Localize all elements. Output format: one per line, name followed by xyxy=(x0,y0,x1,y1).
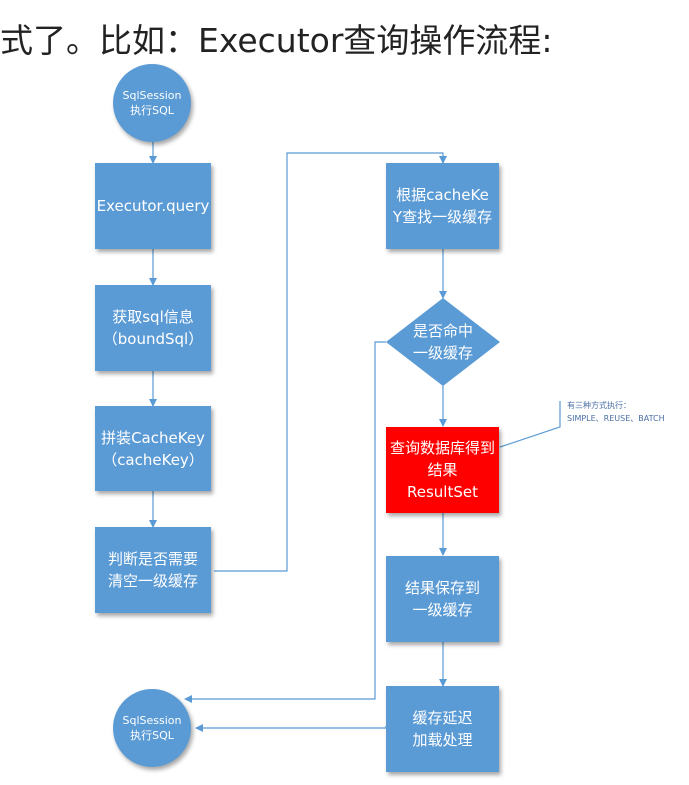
build-cachekey-node: 拼装CacheKey （cacheKey） xyxy=(95,406,211,491)
end-node-label: SqlSession 执行SQL xyxy=(122,714,182,742)
save-cache-node: 结果保存到 一级缓存 xyxy=(386,556,499,642)
lookup-cache-node: 根据cacheKe Y查找一级缓存 xyxy=(386,163,499,249)
executor-query-node: Executor.query xyxy=(95,163,211,249)
start-node: SqlSession 执行SQL xyxy=(113,64,191,142)
cache-hit-label: 是否命中 一级缓存 xyxy=(398,320,488,364)
executor-query-label: Executor.query xyxy=(96,197,210,215)
page-heading: 式了。比如：Executor查询操作流程: xyxy=(0,21,553,60)
decision-diamond xyxy=(386,298,500,386)
lazy-load-label: 缓存延迟 加载处理 xyxy=(412,709,473,749)
lookup-cache-label: 根据cacheKe Y查找一级缓存 xyxy=(392,186,493,226)
query-db-label: 查询数据库得到 结果 ResultSet xyxy=(390,439,496,501)
build-cachekey-label: 拼装CacheKey （cacheKey） xyxy=(101,428,205,469)
query-db-node: 查询数据库得到 结果 ResultSet xyxy=(386,427,499,513)
end-node: SqlSession 执行SQL xyxy=(113,689,191,767)
get-sql-node: 获取sql信息 （boundSql） xyxy=(95,285,211,371)
check-clear-label: 判断是否需要 清空一级缓存 xyxy=(107,550,198,590)
save-cache-label: 结果保存到 一级缓存 xyxy=(404,579,480,619)
start-node-label: SqlSession 执行SQL xyxy=(122,89,182,117)
check-clear-node: 判断是否需要 清空一级缓存 xyxy=(95,527,211,613)
get-sql-label: 获取sql信息 （boundSql） xyxy=(102,308,204,348)
cache-hit-text: 是否命中 一级缓存 xyxy=(412,322,473,362)
execution-modes-note: 有三种方式执行： SIMPLE、REUSE、BATCH xyxy=(567,399,665,425)
execution-modes-text: 有三种方式执行： SIMPLE、REUSE、BATCH xyxy=(567,401,665,423)
lazy-load-node: 缓存延迟 加载处理 xyxy=(386,686,499,772)
